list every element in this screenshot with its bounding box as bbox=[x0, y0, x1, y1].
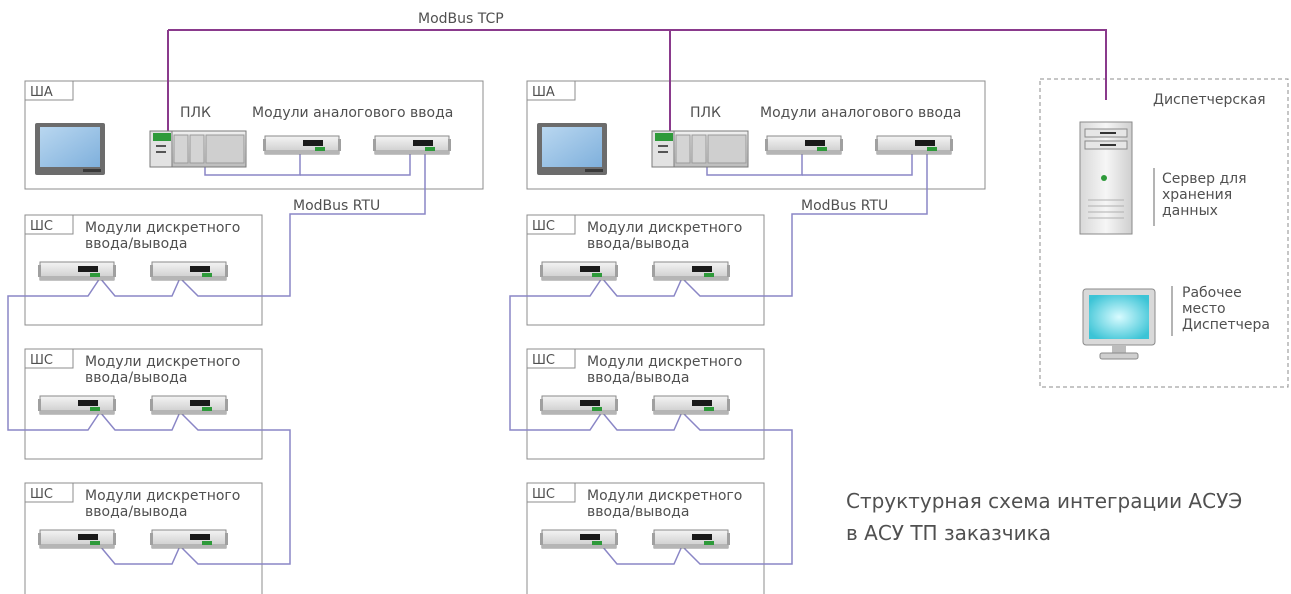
diagram-caption-line1: Структурная схема интеграции АСУЭ bbox=[846, 489, 1242, 513]
discrete-module bbox=[149, 529, 229, 549]
shs-tag-left-1: ШС bbox=[30, 219, 53, 234]
plc-label-right: ПЛК bbox=[690, 105, 721, 121]
discrete-label-line1: Модули дискретного bbox=[587, 488, 742, 504]
shs-cabinet-left-2 bbox=[24, 348, 263, 460]
discrete-module bbox=[539, 529, 619, 549]
analog-module-right-1 bbox=[764, 135, 844, 155]
analog-module-right-2 bbox=[874, 135, 954, 155]
discrete-module bbox=[651, 395, 731, 415]
discrete-label-line1: Модули дискретного bbox=[85, 354, 240, 370]
discrete-label-line2: ввода/вывода bbox=[85, 370, 187, 386]
workstation-label-line2: место bbox=[1182, 301, 1226, 317]
discrete-module bbox=[37, 395, 117, 415]
discrete-module bbox=[149, 261, 229, 281]
discrete-module bbox=[539, 261, 619, 281]
shs-right-3-content: Модули дискретного ввода/вывода bbox=[539, 488, 742, 549]
sha-tag-right: ША bbox=[532, 85, 555, 100]
discrete-label-line2: ввода/вывода bbox=[587, 370, 689, 386]
analog-modules-label-right: Модули аналогового ввода bbox=[760, 105, 961, 121]
discrete-module bbox=[37, 261, 117, 281]
shs-cabinet-right-3 bbox=[526, 482, 765, 594]
server-label-line2: хранения bbox=[1162, 187, 1232, 203]
discrete-label-line1: Модули дискретного bbox=[587, 220, 742, 236]
discrete-label-line2: ввода/вывода bbox=[587, 504, 689, 520]
diagram-caption-line2: в АСУ ТП заказчика bbox=[846, 521, 1051, 545]
operator-panel-monitor-left bbox=[35, 123, 105, 175]
sha-tag-left: ША bbox=[30, 85, 53, 100]
shs-left-1-content: Модули дискретного ввода/вывода bbox=[37, 220, 240, 281]
shs-left-2-content: Модули дискретного ввода/вывода bbox=[37, 354, 240, 415]
shs-cabinet-left-3 bbox=[24, 482, 263, 594]
discrete-module bbox=[37, 529, 117, 549]
shs-cabinet-right-1 bbox=[526, 214, 765, 326]
discrete-module bbox=[651, 261, 731, 281]
discrete-label-line2: ввода/вывода bbox=[587, 236, 689, 252]
plc-rack-right bbox=[651, 130, 749, 168]
workstation-monitor-icon bbox=[1082, 288, 1156, 360]
analog-module-left-1 bbox=[262, 135, 342, 155]
discrete-module bbox=[539, 395, 619, 415]
discrete-label-line2: ввода/вывода bbox=[85, 236, 187, 252]
shs-right-1-content: Модули дискретного ввода/вывода bbox=[539, 220, 742, 281]
dispatch-room-title: Диспетчерская bbox=[1153, 92, 1266, 108]
analog-module-left-2 bbox=[372, 135, 452, 155]
plc-rack-left bbox=[149, 130, 247, 168]
shs-tag-left-3: ШС bbox=[30, 487, 53, 502]
workstation-label-line1: Рабочее bbox=[1182, 285, 1242, 301]
sha-cabinet-right bbox=[526, 80, 986, 190]
server-tower-icon bbox=[1079, 121, 1133, 235]
shs-right-2-content: Модули дискретного ввода/вывода bbox=[539, 354, 742, 415]
operator-panel-monitor-right bbox=[537, 123, 607, 175]
shs-left-3-content: Модули дискретного ввода/вывода bbox=[37, 488, 240, 549]
shs-tag-right-1: ШС bbox=[532, 219, 555, 234]
shs-cabinet-right-2 bbox=[526, 348, 765, 460]
discrete-module bbox=[651, 529, 731, 549]
discrete-label-line1: Модули дискретного bbox=[85, 488, 240, 504]
shs-cabinet-left-1 bbox=[24, 214, 263, 326]
modbus-rtu-wiring bbox=[7, 153, 928, 565]
cabinet-tags: ША ША ШС ШС ШС ШС ШС ШС bbox=[25, 81, 576, 503]
discrete-module bbox=[149, 395, 229, 415]
sha-cabinet-left bbox=[24, 80, 484, 190]
analog-modules-label-left: Модули аналогового ввода bbox=[252, 105, 453, 121]
plc-label-left: ПЛК bbox=[180, 105, 211, 121]
modbus-tcp-label: ModBus TCP bbox=[418, 11, 504, 27]
shs-tag-left-2: ШС bbox=[30, 353, 53, 368]
cabinet-frames bbox=[24, 78, 1289, 594]
modbus-rtu-label-right: ModBus RTU bbox=[801, 198, 888, 214]
server-label-line3: данных bbox=[1162, 203, 1218, 219]
shs-tag-right-2: ШС bbox=[532, 353, 555, 368]
discrete-label-line1: Модули дискретного bbox=[85, 220, 240, 236]
modbus-tcp-bus bbox=[167, 29, 1107, 132]
workstation-label-line3: Диспетчера bbox=[1182, 317, 1270, 333]
dispatch-room-frame bbox=[1039, 78, 1289, 388]
shs-tag-right-3: ШС bbox=[532, 487, 555, 502]
modbus-rtu-label-left: ModBus RTU bbox=[293, 198, 380, 214]
server-label-line1: Сервер для bbox=[1162, 171, 1247, 187]
discrete-label-line2: ввода/вывода bbox=[85, 504, 187, 520]
discrete-label-line1: Модули дискретного bbox=[587, 354, 742, 370]
